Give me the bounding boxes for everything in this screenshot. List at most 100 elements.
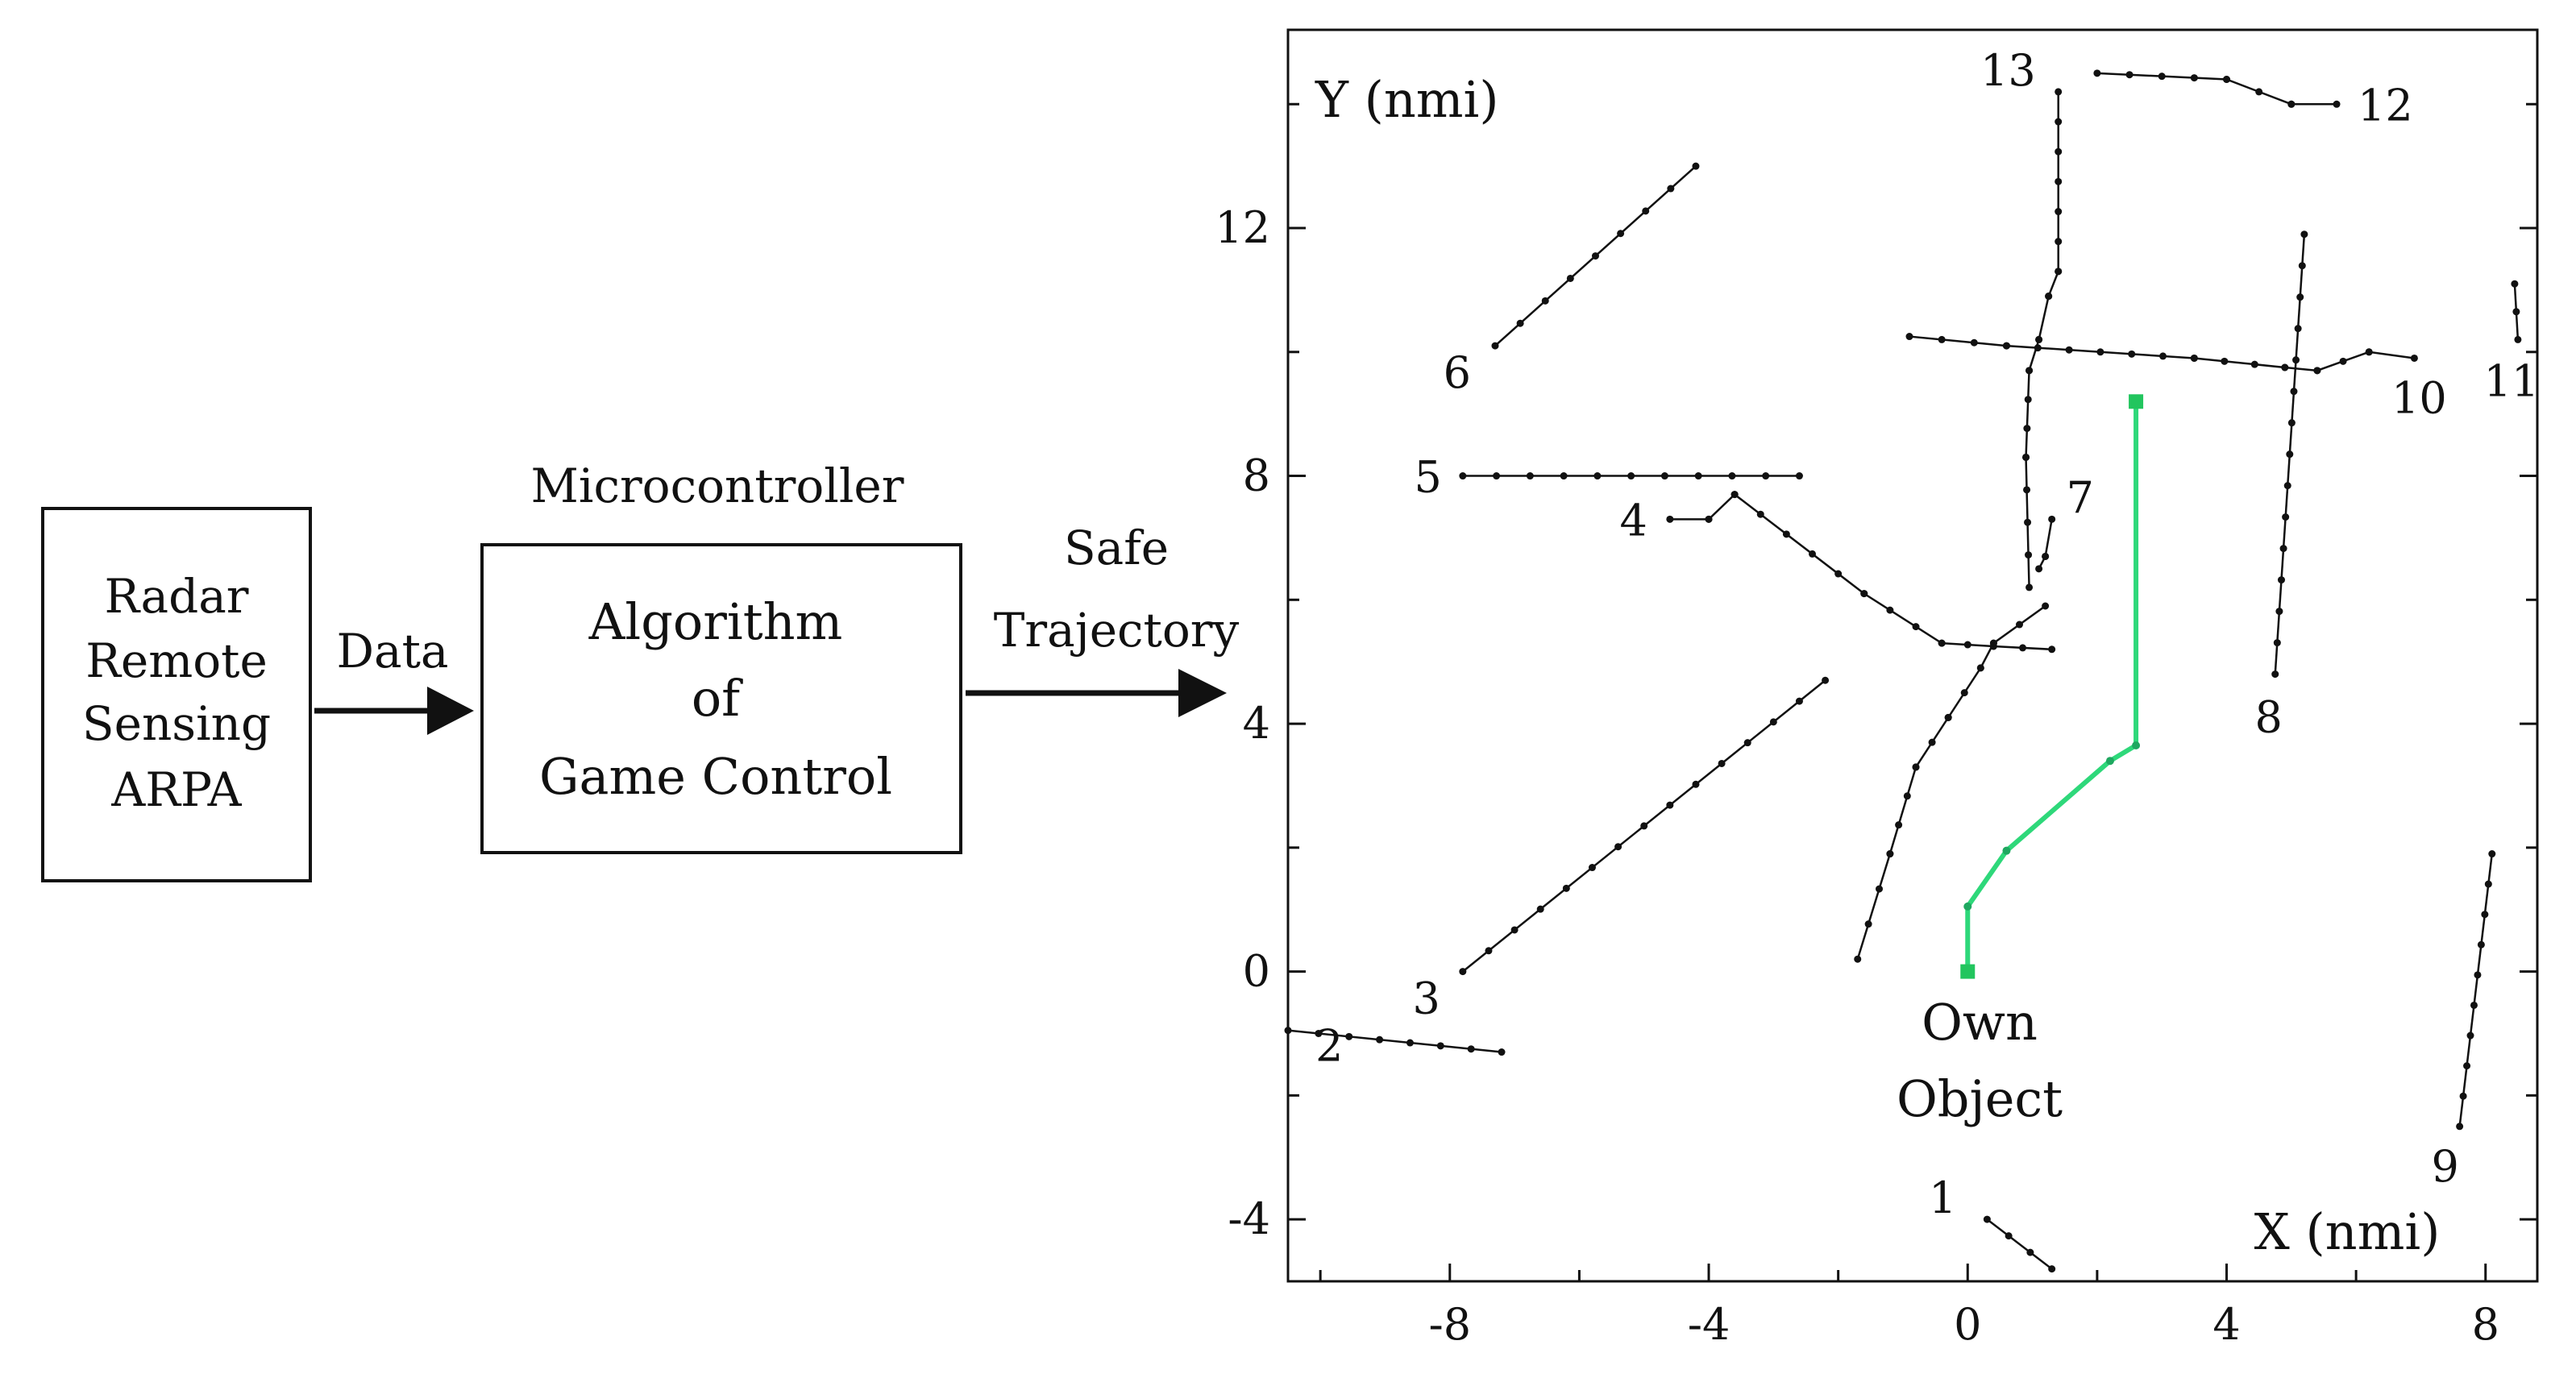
target-track-dot bbox=[1705, 515, 1713, 523]
target-track-dot bbox=[1566, 274, 1574, 282]
target-track-dot bbox=[1730, 491, 1739, 499]
target-track-dot bbox=[1762, 472, 1770, 480]
target-track-dot bbox=[1895, 821, 1903, 829]
target-track-dot bbox=[1667, 185, 1675, 193]
target-track-line bbox=[1856, 604, 2046, 960]
target-track-dot bbox=[2055, 238, 2063, 246]
target-track-dot bbox=[1376, 1036, 1384, 1044]
algorithm-box-line-1: Algorithm bbox=[588, 592, 843, 651]
target-track-dot bbox=[2459, 1092, 2467, 1100]
own-trajectory-line bbox=[1965, 401, 2139, 972]
target-label: 12 bbox=[2358, 80, 2413, 131]
target-track-dot bbox=[1983, 1215, 1991, 1223]
algorithm-box-line-3: Game Control bbox=[539, 747, 892, 806]
own-trajectory-point bbox=[1963, 902, 1972, 911]
target-track-dot bbox=[2096, 348, 2104, 356]
target-track-dot bbox=[2477, 940, 2485, 948]
target-track-dot bbox=[2333, 100, 2341, 108]
target-track-dot bbox=[2300, 230, 2308, 239]
target-track: 11 bbox=[2484, 280, 2539, 406]
target-label: 1 bbox=[1929, 1173, 1956, 1223]
target-track-dot bbox=[1860, 590, 1868, 598]
y-tick-label: -4 bbox=[1228, 1193, 1270, 1244]
target-track-dot bbox=[2514, 335, 2522, 343]
target-label: 2 bbox=[1315, 1021, 1343, 1072]
target-track-dot bbox=[1640, 822, 1648, 830]
target-track-dot bbox=[1516, 319, 1524, 327]
x-axis-label: X (nmi) bbox=[2254, 1202, 2441, 1261]
own-object-label-line-2: Object bbox=[1897, 1069, 2063, 1128]
target-track: 7 bbox=[2035, 472, 2094, 573]
microcontroller-title: Microcontroller bbox=[531, 459, 904, 513]
target-track-dot bbox=[2474, 971, 2482, 979]
target-track-dot bbox=[1809, 550, 1817, 558]
target-track-dot bbox=[1743, 739, 1751, 747]
target-track-dot bbox=[2277, 576, 2285, 584]
target-label: 13 bbox=[1980, 45, 2036, 96]
target-track-dot bbox=[2298, 262, 2306, 270]
target-track-dot bbox=[1876, 885, 1884, 893]
target-label: 3 bbox=[1412, 973, 1440, 1024]
target-track-dot bbox=[2292, 356, 2300, 364]
target-track-dot bbox=[2281, 363, 2289, 371]
radar-box: Radar Remote Sensing ARPA bbox=[41, 507, 312, 882]
target-track-dot bbox=[1536, 905, 1544, 913]
target-track-dot bbox=[2290, 388, 2298, 396]
own-end-marker bbox=[2129, 394, 2144, 409]
target-track-dot bbox=[1963, 641, 1971, 649]
target-track-dot bbox=[2279, 545, 2287, 553]
y-tick-label: 0 bbox=[1243, 946, 1270, 997]
block-diagram: Radar Remote Sensing ARPA Data Microcont… bbox=[41, 459, 1239, 882]
own-trajectory bbox=[1960, 394, 2144, 979]
target-track-dot bbox=[1491, 342, 1499, 350]
target-track-dot bbox=[2159, 352, 2167, 360]
target-track-dot bbox=[1526, 472, 1534, 480]
target-track-dot bbox=[2365, 348, 2373, 356]
target-track-dot bbox=[1406, 1039, 1414, 1047]
x-tick-label: 0 bbox=[1954, 1299, 1981, 1350]
safe-trajectory-label-line-1: Safe bbox=[1064, 521, 1169, 575]
target-track-dot bbox=[2294, 325, 2302, 333]
target-track-dot bbox=[2048, 515, 2056, 523]
target-track-dot bbox=[1912, 763, 1920, 771]
target-track-dot bbox=[1560, 472, 1568, 480]
target-track-dot bbox=[1459, 472, 1467, 480]
target-track-dot bbox=[2022, 453, 2030, 461]
target-track-dot bbox=[2023, 425, 2031, 433]
target-track-dot bbox=[2287, 100, 2296, 108]
target-track-dot bbox=[2024, 396, 2032, 404]
target-track-dot bbox=[1562, 884, 1570, 892]
x-tick-label: 8 bbox=[2472, 1299, 2499, 1350]
target-track-dot bbox=[1459, 968, 1467, 976]
y-tick-label: 12 bbox=[1215, 202, 1270, 253]
target-label: 8 bbox=[2255, 692, 2283, 743]
target-track-dot bbox=[1694, 472, 1702, 480]
target-track-dot bbox=[2283, 482, 2291, 490]
target-label: 6 bbox=[1444, 347, 1471, 398]
target-label: 4 bbox=[1619, 495, 1647, 546]
target-track-dot bbox=[1284, 1027, 1292, 1035]
target-track-dot bbox=[2158, 73, 2166, 81]
target-track-line bbox=[1287, 1029, 1502, 1053]
target-track-dot bbox=[1493, 472, 1501, 480]
target-track-dot bbox=[1756, 510, 1764, 518]
target-track-dot bbox=[2512, 308, 2520, 316]
target-track bbox=[1854, 602, 2050, 963]
target-track-dot bbox=[1864, 920, 1872, 928]
target-track-dot bbox=[1593, 472, 1602, 480]
target-track-dot bbox=[2463, 1062, 2471, 1070]
radar-box-line-3: Sensing bbox=[82, 696, 271, 751]
target-track-dot bbox=[1614, 843, 1622, 851]
target-track: 4 bbox=[1619, 491, 2056, 654]
target-track-dot bbox=[1886, 850, 1894, 858]
target-track-dot bbox=[2035, 565, 2043, 573]
target-track-dot bbox=[1960, 689, 1968, 697]
target-track-dot bbox=[2048, 645, 2056, 654]
data-label: Data bbox=[337, 624, 449, 679]
target-track-dot bbox=[2025, 367, 2034, 375]
target-track-dot bbox=[1928, 738, 1936, 746]
target-track-dot bbox=[2250, 360, 2258, 368]
target-track-dot bbox=[1976, 664, 1984, 672]
target-track-dot bbox=[2065, 346, 2073, 354]
target-track-dot bbox=[2093, 69, 2101, 77]
